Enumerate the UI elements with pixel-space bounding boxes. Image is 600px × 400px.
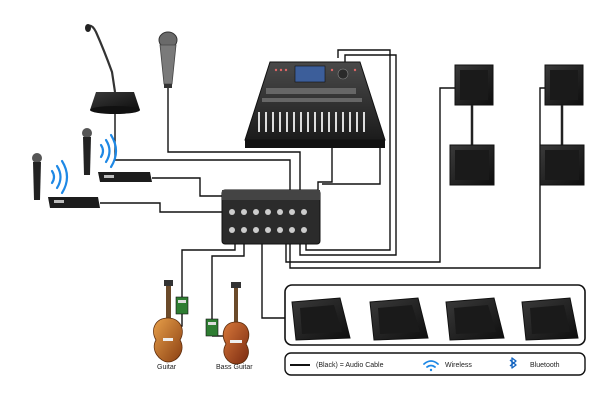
subwoofer-left <box>449 144 495 186</box>
bluetooth-icon <box>509 357 517 369</box>
legend-bluetooth-label: Bluetooth <box>530 362 560 369</box>
bass-guitar <box>222 282 250 365</box>
wireless-receiver-1 <box>98 172 152 182</box>
bass-guitar-label: Bass Guitar <box>216 364 253 371</box>
wireless-microphone-2 <box>82 128 92 175</box>
wireless-icon <box>423 360 439 372</box>
di-box-1 <box>175 296 189 315</box>
legend-wireless-label: Wireless <box>445 362 472 369</box>
stagebox <box>221 189 321 245</box>
handheld-microphone <box>158 31 178 88</box>
di-box-2 <box>205 318 219 337</box>
guitar-label: Guitar <box>157 364 177 371</box>
stage-monitor-1 <box>291 297 351 341</box>
mixer-faders <box>258 112 365 132</box>
gooseneck-microphone <box>85 24 140 114</box>
wireless-icon <box>99 133 118 169</box>
stage-monitor-2 <box>369 297 429 341</box>
pa-top-speaker-left <box>454 64 494 106</box>
wireless-microphone-1 <box>32 153 42 200</box>
legend-frame <box>284 352 586 376</box>
wireless-icon <box>50 159 69 195</box>
monitor-group-frame <box>284 284 586 346</box>
stage-monitor-4 <box>521 297 579 341</box>
stage-monitor-3 <box>445 297 505 341</box>
subwoofer-right <box>539 144 585 186</box>
pa-top-speaker-right <box>544 64 584 106</box>
wireless-receiver-2 <box>48 197 100 208</box>
electric-guitar <box>153 280 183 363</box>
legend-audio-cable-label: (Black) = Audio Cable <box>316 362 384 369</box>
digital-mixer <box>244 61 386 148</box>
